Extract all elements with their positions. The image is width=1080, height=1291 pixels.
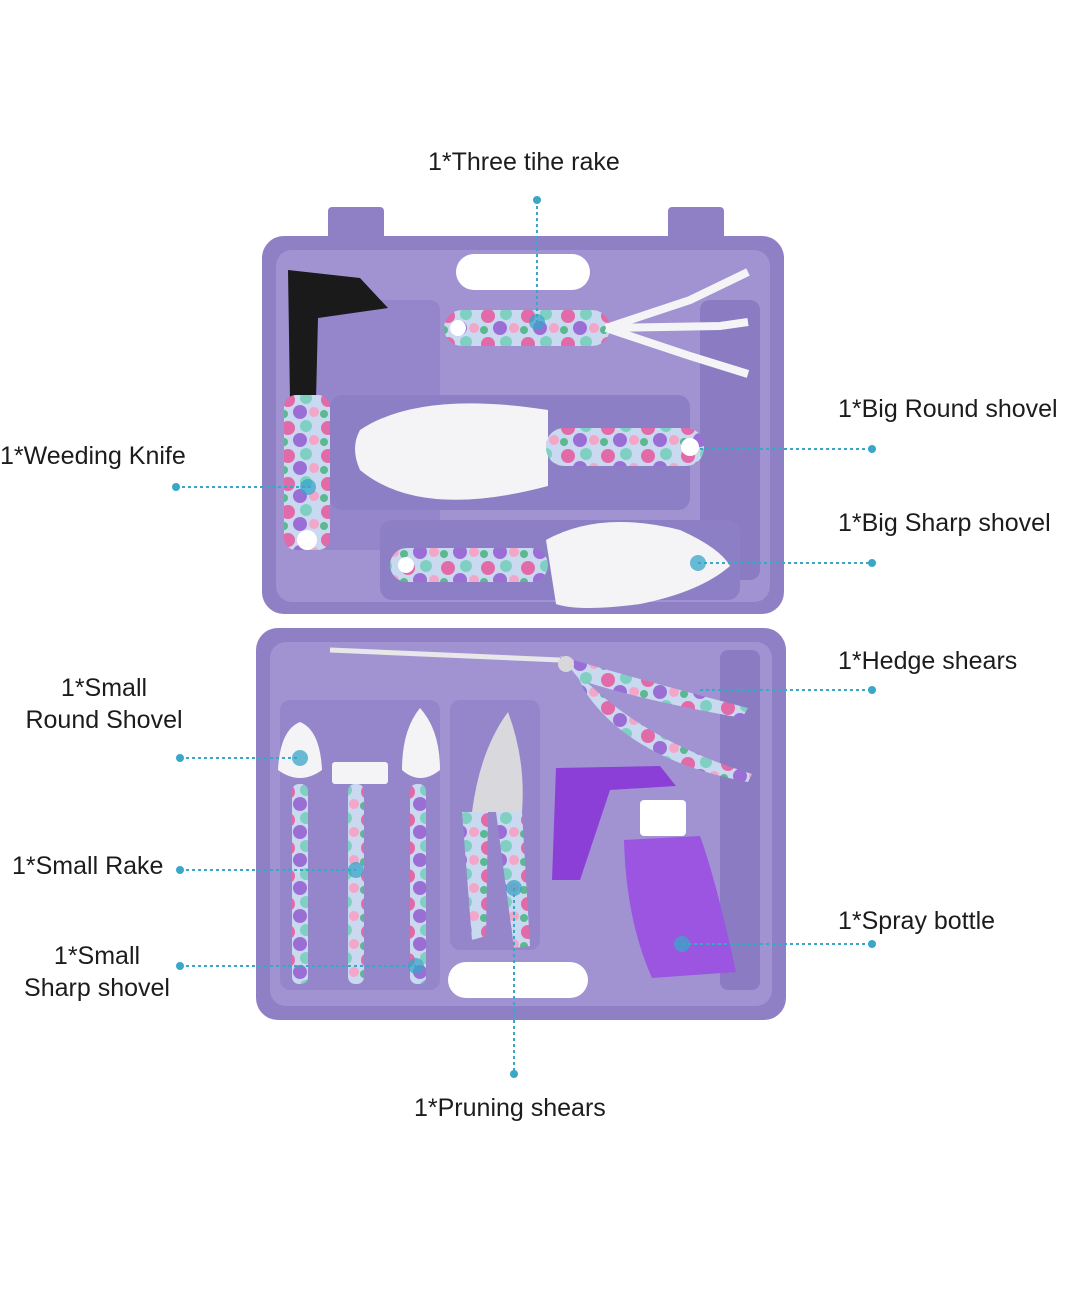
three-tine-rake bbox=[444, 268, 750, 378]
weeding-knife bbox=[284, 270, 388, 550]
label-small-sharp-shovel-line2: Sharp shovel bbox=[24, 974, 170, 1002]
hedge-shears bbox=[329, 647, 752, 782]
label-small-round-shovel-line2: Round Shovel bbox=[25, 706, 183, 734]
label-big-round-shovel: 1*Big Round shovel bbox=[838, 395, 1058, 423]
leader-markers bbox=[172, 196, 876, 1078]
label-small-rake: 1*Small Rake bbox=[12, 852, 164, 880]
pruning-shears bbox=[462, 712, 530, 948]
label-pruning-shears: 1*Pruning shears bbox=[414, 1094, 606, 1122]
spray-bottle bbox=[552, 766, 736, 978]
big-round-shovel bbox=[355, 403, 704, 500]
label-big-sharp-shovel: 1*Big Sharp shovel bbox=[838, 509, 1051, 537]
big-sharp-shovel bbox=[390, 522, 730, 608]
label-three-tine-rake: 1*Three tihe rake bbox=[428, 148, 620, 176]
leader-lines bbox=[176, 200, 872, 1074]
label-small-round-shovel-line1: 1*Small bbox=[60, 674, 148, 702]
small-sharp-shovel bbox=[402, 708, 440, 984]
small-rake bbox=[332, 762, 388, 984]
label-weeding-knife: 1*Weeding Knife bbox=[0, 442, 186, 470]
label-small-sharp-shovel: 1*Small Sharp shovel bbox=[12, 940, 182, 1004]
label-hedge-shears: 1*Hedge shears bbox=[838, 647, 1018, 675]
label-small-sharp-shovel-line1: 1*Small bbox=[53, 942, 141, 970]
label-spray-bottle: 1*Spray bottle bbox=[838, 907, 996, 935]
label-small-round-shovel: 1*Small Round Shovel bbox=[14, 672, 194, 736]
